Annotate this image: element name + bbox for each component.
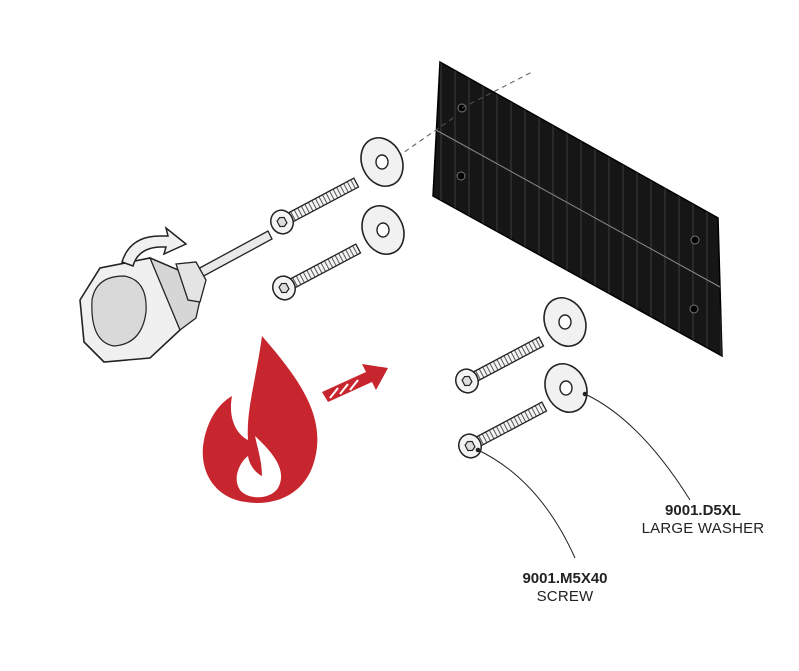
callout-large-washer: 9001.D5XL LARGE WASHER xyxy=(628,502,778,538)
flame-icon xyxy=(202,336,318,503)
screw xyxy=(272,243,362,301)
screw-m5x40 xyxy=(458,401,548,459)
screw xyxy=(270,177,360,235)
washer xyxy=(361,205,405,255)
part-description: LARGE WASHER xyxy=(641,520,765,537)
rotate-arrow-icon xyxy=(121,226,188,267)
hex-driver xyxy=(79,230,273,363)
screw-leader-line xyxy=(477,449,576,559)
plate-hole xyxy=(456,171,466,181)
plate-hole xyxy=(689,304,699,314)
washer-leader-line xyxy=(584,393,691,501)
part-code: 9001.M5X40 xyxy=(522,570,608,587)
part-code: 9001.D5XL xyxy=(665,502,741,519)
mounting-plate xyxy=(432,60,723,358)
leader-lines xyxy=(475,391,691,559)
plate-hole xyxy=(690,235,700,245)
washer xyxy=(360,137,404,187)
washer xyxy=(543,297,587,347)
part-description: SCREW xyxy=(536,588,594,605)
screw xyxy=(455,336,545,394)
heat-arrow-icon xyxy=(322,364,388,402)
callout-screw: 9001.M5X40 SCREW xyxy=(505,570,625,606)
large-washer xyxy=(544,363,588,413)
